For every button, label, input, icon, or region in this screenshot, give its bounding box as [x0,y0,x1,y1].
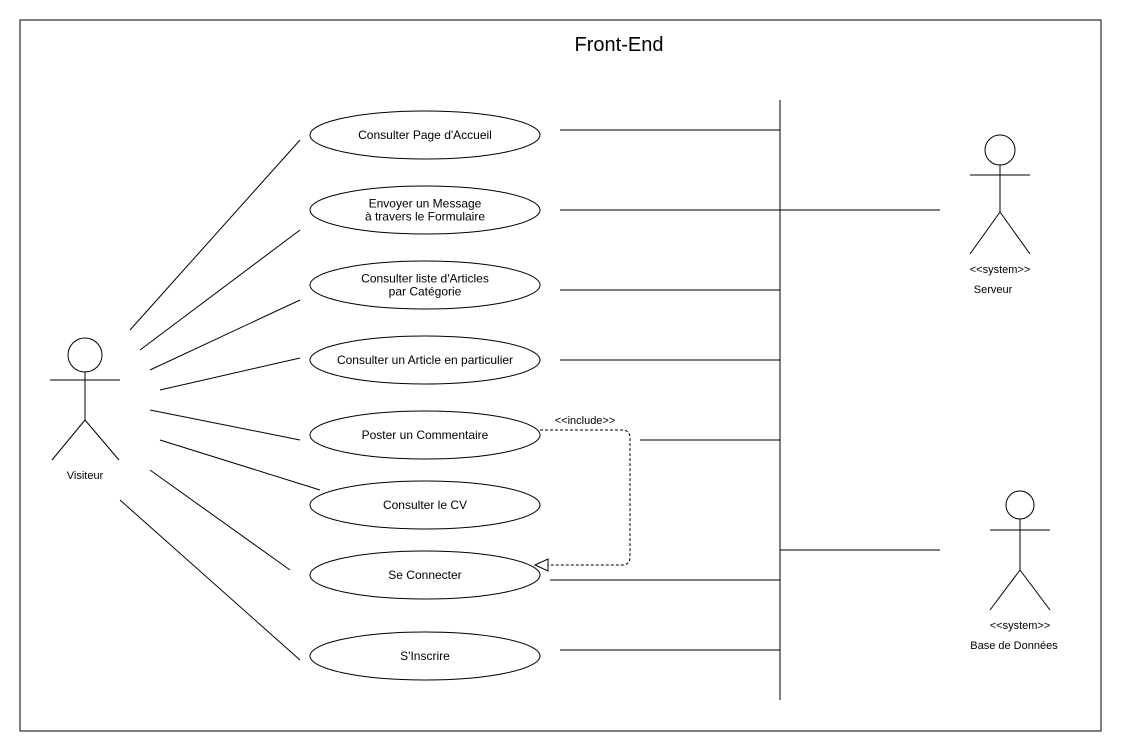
use-case-5: Poster un Commentaire [309,410,541,460]
diagram-title: Front-End [575,34,664,56]
server-stereotype: <<system>> [970,264,1031,276]
assoc-visitor-uc6 [159,439,321,491]
assoc-visitor-uc1 [129,139,301,331]
use-case-label: Consulter le CV [383,498,467,512]
server-head [984,134,1016,166]
include-arrowhead [533,558,549,572]
use-case-label: Consulter liste d'Articles [361,272,489,286]
visitor-leg-right [84,419,120,461]
server-leg-left [969,211,1001,255]
use-case-ellipse [309,410,541,460]
use-case-label: Consulter Page d'Accueil [358,128,492,142]
system-boundary [19,19,1102,732]
visitor-associations [119,139,321,661]
visitor-leg-left [51,419,86,461]
use-case-label: Envoyer un Message [369,197,482,211]
include-label: <<include>> [555,415,616,427]
database-stereotype: <<system>> [990,620,1051,632]
use-case-label: à travers le Formulaire [365,210,485,224]
use-case-label: S'Inscrire [400,649,450,663]
use-case-label: Poster un Commentaire [362,428,489,442]
assoc-visitor-uc7 [149,469,291,571]
use-case-8: S'Inscrire [309,631,541,681]
actor-server [969,134,1031,255]
assoc-visitor-uc2 [139,229,301,351]
server-leg-right [999,211,1031,255]
use-case-ellipse [309,335,541,385]
assoc-visitor-uc8 [119,499,301,661]
use-case-ellipse [309,110,541,160]
database-leg-right [1019,569,1051,611]
database-label: Base de Données [970,640,1058,652]
use-case-4: Consulter un Article en particulier [309,335,541,385]
use-case-label: Se Connecter [388,568,461,582]
use-case-ellipse [309,631,541,681]
use-case-ellipse [309,550,541,600]
use-case-ellipse [309,480,541,530]
use-case-ellipse [309,185,541,235]
server-label: Serveur [974,284,1013,296]
system-bus [550,100,940,700]
assoc-visitor-uc5 [149,409,301,441]
use-case-6: Consulter le CV [309,480,541,530]
use-case-1: Consulter Page d'Accueil [309,110,541,160]
assoc-visitor-uc3 [149,299,301,371]
visitor-head [67,337,103,373]
use-case-label: Consulter un Article en particulier [337,353,513,367]
use-case-ellipse [309,260,541,310]
visitor-label: Visiteur [67,470,104,482]
use-case-label: par Catégorie [389,285,462,299]
database-head [1005,490,1035,520]
use-case-7: Se Connecter [309,550,541,600]
actor-database [989,490,1051,611]
include-dashed-path [540,429,631,566]
database-leg-left [989,569,1021,611]
actor-visitor [50,337,120,461]
assoc-visitor-uc4 [159,357,301,391]
include-dependency: <<include>> [533,415,631,572]
